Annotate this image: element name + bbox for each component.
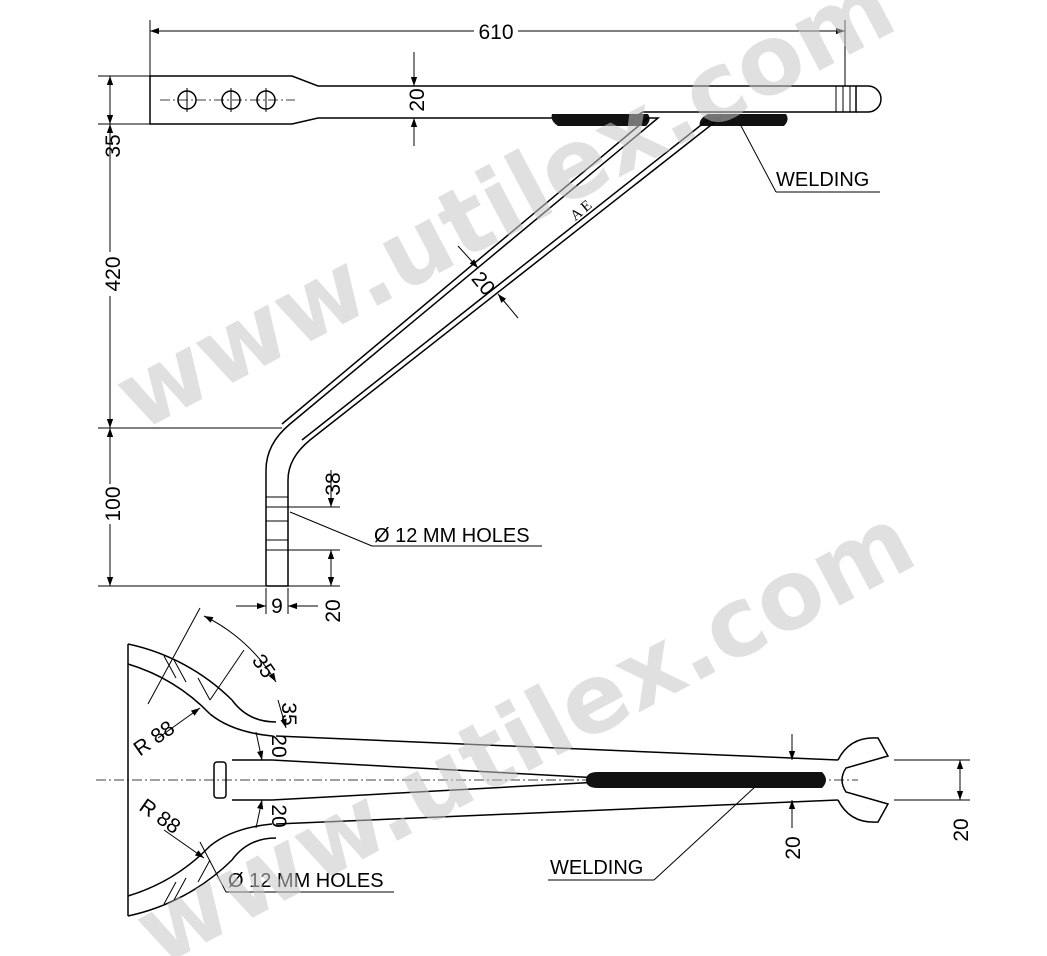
dim-fork-width: 20 xyxy=(782,836,805,859)
watermark: www.utilex.com www.utilex.com xyxy=(97,0,931,956)
watermark-text-bottom: www.utilex.com xyxy=(117,484,931,956)
dim-radius-top: R 88 xyxy=(130,717,180,761)
dim-flat-bar-width: 20 xyxy=(406,88,429,111)
weld-bead-right xyxy=(699,114,788,126)
dim-leg-thickness: 9 xyxy=(271,595,283,618)
label-holes-top: Ø 12 MM HOLES xyxy=(374,525,530,547)
dim-top-offset: 35 xyxy=(102,134,125,157)
label-holes-bottom: Ø 12 MM HOLES xyxy=(228,870,384,892)
dim-overall-length: 610 xyxy=(478,21,513,44)
dim-hole-spacing: 38 xyxy=(322,472,345,495)
dim-arm-width-bottom: 20 xyxy=(267,804,290,827)
dim-fork-gap: 20 xyxy=(950,818,973,841)
dim-angle-1: 35 xyxy=(247,650,279,682)
dim-bottom-offset: 20 xyxy=(322,599,345,622)
weld-bead-left xyxy=(551,114,650,126)
dim-leg-length: 100 xyxy=(102,486,125,521)
label-welding-bottom: WELDING xyxy=(550,857,643,879)
dim-vertical-drop: 420 xyxy=(102,256,125,291)
fork-end xyxy=(837,737,890,823)
dim-arm-width-top: 20 xyxy=(267,734,290,757)
bolt-end xyxy=(856,85,882,113)
top-view: 610 20 35 420 100 20 A E 38 20 xyxy=(98,18,882,623)
watermark-text-top: www.utilex.com xyxy=(97,0,911,453)
diagonal-arm xyxy=(265,117,723,587)
flat-bar-outline xyxy=(149,75,857,125)
central-slot xyxy=(213,761,227,799)
weld-bead-bottom xyxy=(586,772,826,788)
label-welding-top: WELDING xyxy=(776,169,869,191)
dim-radius-bottom: R 88 xyxy=(135,795,185,839)
dim-angle-2: 35 xyxy=(277,702,300,725)
